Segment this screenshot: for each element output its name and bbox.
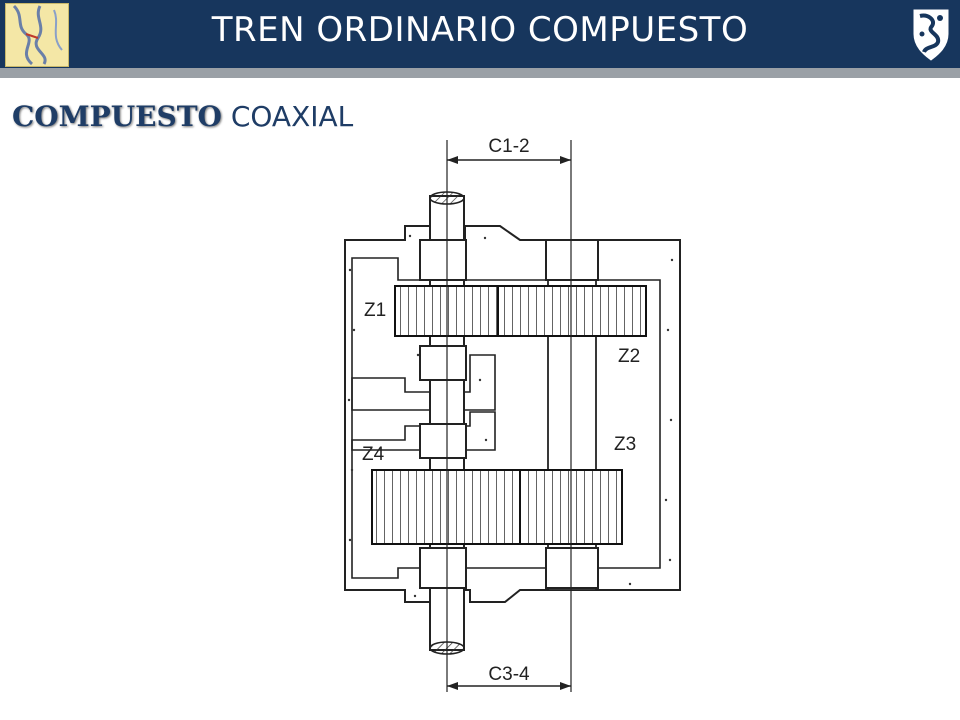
partition-lower: [351, 411, 496, 451]
header-bar: TREN ORDINARIO COMPUESTO: [0, 0, 960, 68]
subtitle-normal: COAXIAL: [221, 100, 354, 133]
housing-speckles: [347, 234, 674, 598]
map-logo-icon: [5, 3, 69, 67]
partition: [351, 354, 496, 411]
slide-subtitle: COMPUESTO COAXIAL: [12, 100, 353, 133]
label-z1: Z1: [364, 300, 386, 321]
university-crest-icon: [906, 4, 956, 62]
subtitle-bold: COMPUESTO: [12, 100, 222, 133]
header-stripe: [0, 68, 960, 78]
label-c34: C3-4: [488, 664, 530, 685]
gear-z2: [497, 285, 647, 337]
gear-train-diagram: C1-2 C3-4 Z1 Z2 Z3 Z4: [320, 128, 700, 703]
label-c12: C1-2: [488, 136, 529, 157]
gear-z4: [371, 469, 521, 545]
housing-inner-outline: [351, 257, 661, 579]
label-z2: Z2: [618, 346, 640, 367]
label-z3: Z3: [614, 434, 636, 455]
housing-outline: [344, 225, 681, 603]
page-title: TREN ORDINARIO COMPUESTO: [211, 10, 749, 50]
label-z4: Z4: [362, 444, 385, 465]
